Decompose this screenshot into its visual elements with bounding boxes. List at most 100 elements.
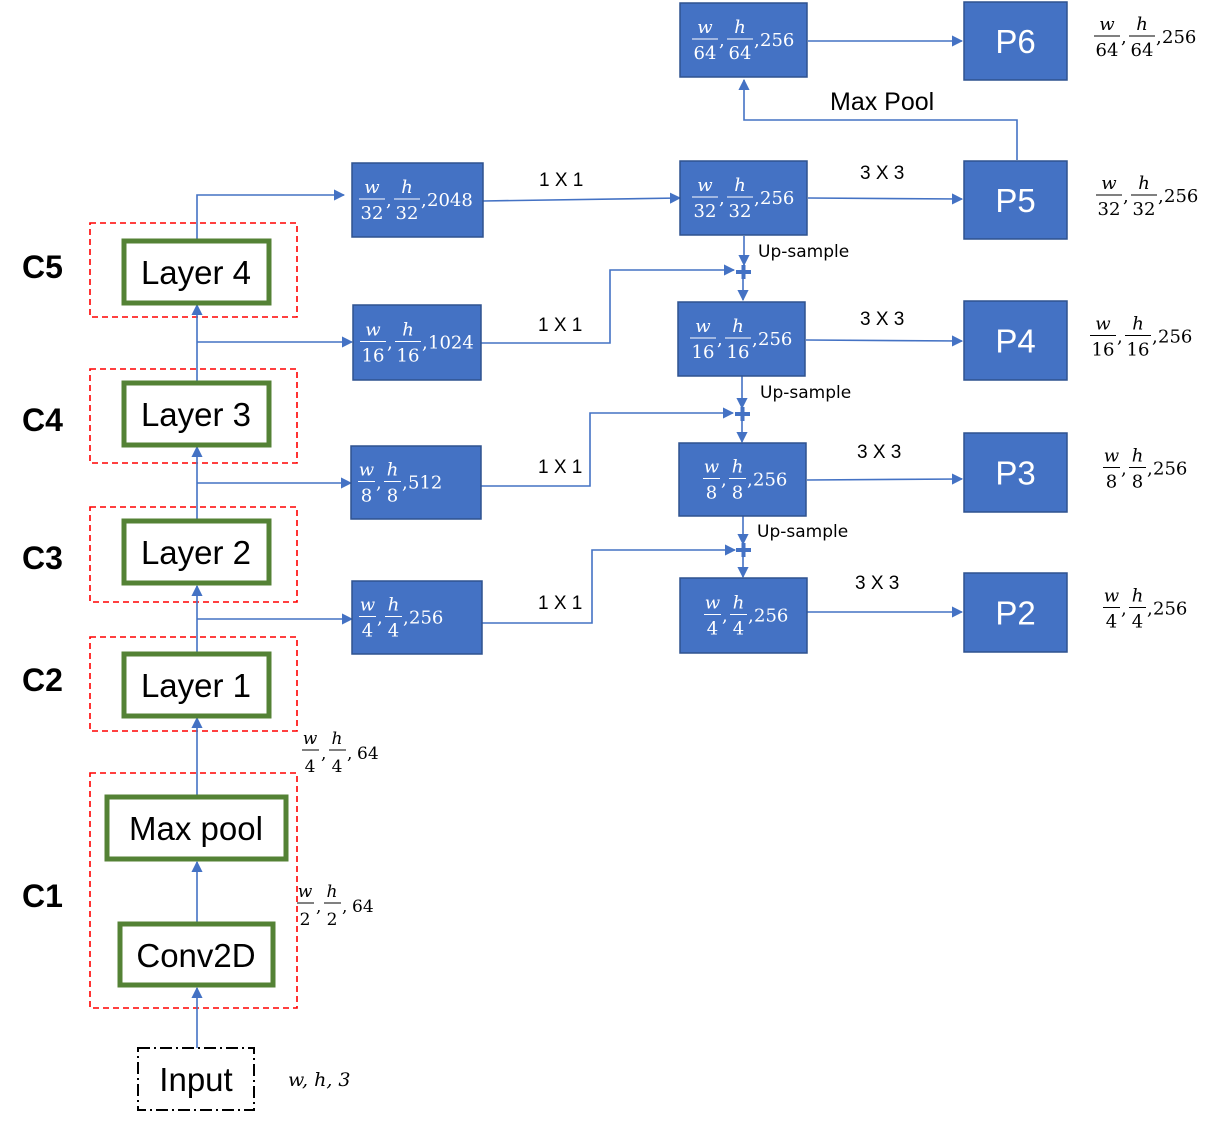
frac-channels: 1024 [428, 333, 474, 354]
maxpool-node: Max pool [104, 794, 289, 862]
layer4-node: Layer 4 [121, 238, 272, 306]
svg-text:,: , [1123, 186, 1129, 207]
output-label: P5 [995, 182, 1035, 219]
frac-denominator-h: 4 [388, 621, 399, 642]
frac-channels: 256 [1162, 27, 1196, 48]
svg-text:64: 64 [357, 744, 379, 764]
svg-text:,: , [321, 744, 326, 764]
stage-c1-box [89, 772, 298, 1009]
frac-denominator-w: 4 [362, 621, 373, 642]
frac-channels: 256 [409, 608, 443, 629]
output-label: P2 [995, 595, 1035, 632]
frac-denominator-w: 32 [694, 201, 717, 222]
output-label: P3 [995, 455, 1035, 492]
frac-denominator-w: 32 [361, 203, 384, 224]
svg-text:,: , [748, 606, 754, 627]
frac-numerator-h: h [1136, 14, 1148, 35]
output-label: P4 [995, 323, 1035, 360]
frac-channels: 256 [760, 188, 794, 209]
svg-text:,: , [1158, 186, 1164, 207]
backbone-arrows [191, 189, 354, 1048]
frac-numerator-h: h [732, 316, 744, 337]
svg-text:w: w [303, 729, 318, 749]
layer1-node: Layer 1 [121, 651, 272, 719]
svg-text:,: , [402, 473, 408, 494]
svg-text:,: , [719, 188, 725, 209]
svg-text:,: , [387, 333, 393, 354]
frac-numerator-w: w [705, 593, 721, 614]
frac-numerator-w: w [704, 457, 720, 478]
conv3x3-label: 3 X 3 [857, 442, 901, 463]
svg-text:,: , [403, 608, 409, 629]
layer2-node: Layer 2 [121, 518, 272, 586]
layer1-label: Layer 1 [141, 667, 251, 704]
frac-numerator-h: h [1138, 173, 1150, 194]
stage-label-c2: C2 [22, 662, 63, 698]
frac-denominator-h: 8 [732, 483, 743, 504]
frac-denominator-w: 16 [1092, 340, 1115, 361]
frac-channels: 256 [1153, 459, 1187, 480]
frac-numerator-h: h [1132, 314, 1144, 335]
frac-denominator-w: 64 [694, 43, 717, 64]
frac-denominator-h: 4 [733, 619, 744, 640]
frac-channels: 256 [1153, 599, 1187, 620]
conv1x1-label: 1 X 1 [539, 170, 583, 191]
merge-feature-box: w4,h4,256 [679, 577, 808, 654]
svg-text:4: 4 [332, 757, 343, 777]
conv1x1-label: 1 X 1 [538, 457, 582, 478]
frac-numerator-h: h [734, 17, 746, 38]
svg-text:,: , [722, 606, 728, 627]
sum-plus-icon [735, 407, 750, 421]
frac-numerator-w: w [365, 320, 381, 341]
frac-denominator-h: 8 [387, 486, 398, 507]
frac-denominator-h: 16 [397, 346, 420, 367]
frac-channels: 256 [1164, 186, 1198, 207]
stage-label-c5: C5 [22, 249, 63, 285]
input-node: Input [137, 1047, 255, 1111]
upsample-label: Up-sample [757, 522, 848, 542]
frac-numerator-w: w [697, 175, 713, 196]
frac-denominator-w: 16 [692, 342, 715, 363]
stage-label-c4: C4 [22, 402, 63, 438]
frac-numerator-w: w [360, 595, 376, 616]
frac-channels: 2048 [427, 190, 473, 211]
svg-text:h: h [332, 729, 343, 749]
sum-nodes [735, 265, 751, 557]
frac-denominator-h: 16 [1127, 340, 1150, 361]
output-dim-label: w64,h64,256 [1094, 14, 1196, 61]
merge-feature-box: w16,h16,256 [677, 301, 806, 377]
svg-text:,: , [1121, 27, 1127, 48]
svg-text:2: 2 [300, 910, 311, 930]
merge-feature-box: w64,h64,256 [679, 2, 808, 78]
frac-denominator-h: 32 [729, 201, 752, 222]
maxpool-dim-label: w 4 , h 4 , 64 [302, 729, 379, 777]
frac-denominator-h: 16 [727, 342, 750, 363]
conv1x1-label: 1 X 1 [538, 593, 582, 614]
layer2-label: Layer 2 [141, 534, 251, 571]
layer4-label: Layer 4 [141, 254, 251, 291]
conv3x3-label: 3 X 3 [855, 573, 899, 594]
frac-denominator-w: 32 [1098, 199, 1121, 220]
svg-text:,: , [386, 190, 392, 211]
svg-text:,: , [1121, 459, 1127, 480]
frac-channels: 256 [1158, 327, 1192, 348]
svg-text:,: , [752, 329, 758, 350]
svg-text:,: , [719, 30, 725, 51]
stage-label-c1: C1 [22, 878, 63, 914]
svg-text:,: , [1121, 599, 1127, 620]
frac-numerator-w: w [695, 316, 711, 337]
frac-numerator-h: h [1132, 446, 1144, 467]
sum-plus-icon [736, 543, 751, 557]
output-p2-box: P2 [963, 572, 1068, 653]
frac-numerator-w: w [359, 460, 375, 481]
conv1x1-label: 1 X 1 [538, 315, 582, 336]
svg-text:,: , [422, 333, 428, 354]
stage-c5-box [89, 222, 298, 318]
svg-text:,: , [747, 470, 753, 491]
lateral-feature-box: w4,h4,256 [351, 580, 483, 655]
frac-denominator-w: 4 [1106, 612, 1117, 633]
lateral-feature-box: w8,h8,512 [350, 445, 482, 520]
fpn-arrows [481, 35, 1018, 624]
frac-channels: 512 [408, 473, 442, 494]
